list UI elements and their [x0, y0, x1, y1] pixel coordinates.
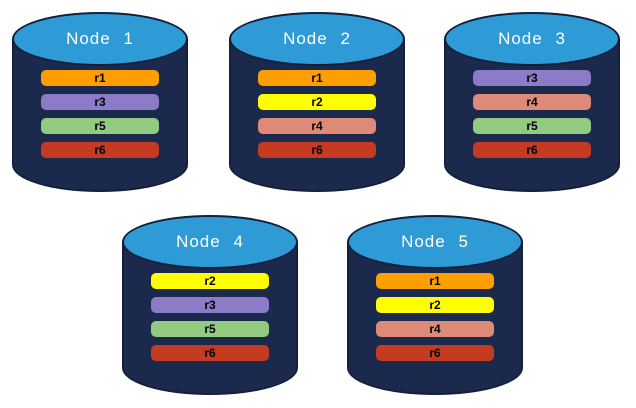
cylinder-top-ellipse: Node 4 — [122, 215, 298, 269]
replica-bar: r6 — [258, 142, 376, 158]
replica-bar: r1 — [258, 70, 376, 86]
replica-bar: r5 — [473, 118, 591, 134]
node-3-cylinder: Node 3 r3 r4 r5 r6 — [444, 12, 620, 194]
replica-list: r3 r4 r5 r6 — [473, 70, 591, 166]
node-1-cylinder: Node 1 r1 r3 r5 r6 — [12, 12, 188, 194]
replica-list: r2 r3 r5 r6 — [151, 273, 269, 369]
cylinder-top-ellipse: Node 5 — [347, 215, 523, 269]
replica-bar: r3 — [41, 94, 159, 110]
replica-bar: r4 — [473, 94, 591, 110]
replica-bar: r4 — [376, 321, 494, 337]
replica-bar: r1 — [41, 70, 159, 86]
cylinder-top-ellipse: Node 2 — [229, 12, 405, 66]
replica-list: r1 r2 r4 r6 — [258, 70, 376, 166]
replica-bar: r6 — [473, 142, 591, 158]
replica-bar: r2 — [258, 94, 376, 110]
cylinder-top-ellipse: Node 1 — [12, 12, 188, 66]
replica-bar: r6 — [41, 142, 159, 158]
replica-bar: r3 — [151, 297, 269, 313]
replica-bar: r2 — [151, 273, 269, 289]
node-5-cylinder: Node 5 r1 r2 r4 r6 — [347, 215, 523, 397]
node-4-cylinder: Node 4 r2 r3 r5 r6 — [122, 215, 298, 397]
node-title: Node 3 — [498, 29, 566, 48]
replica-list: r1 r2 r4 r6 — [376, 273, 494, 369]
node-title: Node 1 — [66, 29, 134, 48]
node-title: Node 4 — [176, 232, 244, 251]
node-2-cylinder: Node 2 r1 r2 r4 r6 — [229, 12, 405, 194]
replica-bar: r5 — [41, 118, 159, 134]
replica-bar: r3 — [473, 70, 591, 86]
replica-bar: r5 — [151, 321, 269, 337]
replica-bar: r6 — [376, 345, 494, 361]
replica-bar: r4 — [258, 118, 376, 134]
node-title: Node 5 — [401, 232, 469, 251]
replica-bar: r2 — [376, 297, 494, 313]
cylinder-top-ellipse: Node 3 — [444, 12, 620, 66]
node-title: Node 2 — [283, 29, 351, 48]
replica-bar: r1 — [376, 273, 494, 289]
replica-bar: r6 — [151, 345, 269, 361]
replica-list: r1 r3 r5 r6 — [41, 70, 159, 166]
